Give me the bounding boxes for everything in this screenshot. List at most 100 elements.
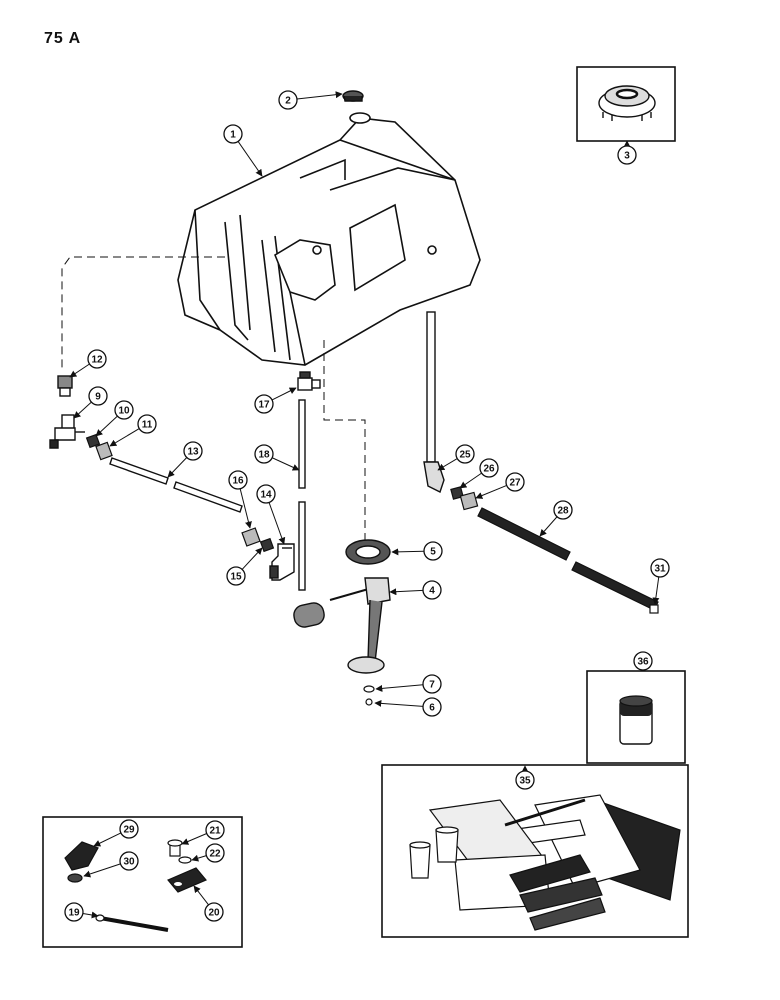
callout-leader-15 bbox=[241, 547, 263, 570]
callout-circle-4 bbox=[422, 580, 442, 600]
callout-circle-3 bbox=[617, 145, 637, 165]
dashed-routing-line bbox=[323, 340, 366, 540]
callout-circle-11 bbox=[137, 414, 157, 434]
hose-clamp-31 bbox=[649, 604, 659, 614]
page-title: 75 A bbox=[44, 30, 82, 47]
callout-circle-6 bbox=[422, 697, 442, 717]
tee-fitting-17 bbox=[297, 371, 321, 391]
callout-number-26: 26 bbox=[483, 464, 495, 475]
callout-leader-25 bbox=[437, 458, 458, 471]
callout-circle-22 bbox=[205, 843, 225, 863]
callout-number-14: 14 bbox=[260, 490, 272, 501]
nut-16 bbox=[241, 527, 261, 547]
callout-circle-26 bbox=[479, 458, 499, 478]
callout-circle-13 bbox=[183, 441, 203, 461]
callout-circle-10 bbox=[114, 400, 134, 420]
callout-number-1: 1 bbox=[230, 130, 236, 141]
callout-number-36: 36 bbox=[637, 657, 649, 668]
callout-leader-30 bbox=[83, 863, 121, 878]
callout-leader-28 bbox=[539, 516, 558, 537]
dashed-routing-line bbox=[61, 256, 225, 370]
callout-leader-16 bbox=[239, 488, 252, 529]
callout-number-2: 2 bbox=[285, 96, 291, 107]
callout-number-4: 4 bbox=[429, 586, 435, 597]
sleeve-15 bbox=[259, 537, 275, 553]
washer-7 bbox=[363, 685, 375, 693]
callout-leader-7 bbox=[375, 684, 424, 692]
callout-leader-6 bbox=[374, 699, 424, 707]
callout-number-5: 5 bbox=[430, 547, 436, 558]
callout-leader-1 bbox=[237, 141, 263, 177]
callout-circle-20 bbox=[204, 902, 224, 922]
callout-leader-14 bbox=[268, 502, 286, 545]
callout-number-22: 22 bbox=[209, 849, 221, 860]
fitting-elbow-12 bbox=[57, 375, 73, 397]
inset-box-sealant bbox=[586, 670, 686, 764]
ferrule-10 bbox=[85, 433, 101, 449]
callout-leader-18 bbox=[271, 457, 300, 471]
callout-leader-11 bbox=[109, 428, 140, 447]
callout-circle-36 bbox=[633, 651, 653, 671]
callout-number-20: 20 bbox=[208, 908, 220, 919]
callout-circle-27 bbox=[505, 472, 525, 492]
elbow-fitting-14 bbox=[269, 543, 295, 581]
sender-gasket-5 bbox=[345, 539, 391, 565]
callout-leader-27 bbox=[475, 484, 507, 499]
callout-number-30: 30 bbox=[123, 857, 135, 868]
callout-leader-26 bbox=[459, 472, 482, 489]
fuel-line-13 bbox=[109, 457, 243, 513]
callout-number-9: 9 bbox=[95, 392, 101, 403]
callout-leader-19 bbox=[82, 911, 99, 919]
callout-circle-30 bbox=[119, 851, 139, 871]
callout-circle-35 bbox=[515, 770, 535, 790]
callout-circle-1 bbox=[223, 124, 243, 144]
inset-box-repair-kit bbox=[381, 764, 689, 938]
callout-circle-17 bbox=[254, 394, 274, 414]
screw-6 bbox=[365, 698, 373, 706]
fuel-sender-4 bbox=[293, 577, 391, 674]
callout-circle-19 bbox=[64, 902, 84, 922]
fuel-hose-28 bbox=[477, 507, 659, 611]
fuel-tank bbox=[177, 112, 481, 366]
callout-leader-29 bbox=[93, 832, 122, 847]
callout-leader-22 bbox=[191, 854, 207, 862]
callout-number-25: 25 bbox=[459, 450, 471, 461]
callout-leader-4 bbox=[389, 588, 424, 596]
callout-circle-21 bbox=[205, 820, 225, 840]
callout-leader-12 bbox=[69, 363, 90, 378]
inset-box-clips bbox=[42, 816, 243, 948]
callout-number-31: 31 bbox=[654, 564, 666, 575]
inset-box-cap bbox=[576, 66, 676, 142]
callout-circle-5 bbox=[423, 541, 443, 561]
callout-circle-16 bbox=[228, 470, 248, 490]
callout-leader-17 bbox=[271, 387, 297, 401]
callout-number-11: 11 bbox=[142, 420, 153, 431]
callout-circle-29 bbox=[119, 819, 139, 839]
callout-leader-10 bbox=[95, 415, 118, 437]
callout-leader-5 bbox=[391, 548, 425, 556]
callout-circle-7 bbox=[422, 674, 442, 694]
callout-number-15: 15 bbox=[230, 572, 242, 583]
return-line-18 bbox=[298, 399, 306, 591]
callout-circle-2 bbox=[278, 90, 298, 110]
callout-leader-9 bbox=[73, 401, 92, 419]
callout-number-13: 13 bbox=[187, 447, 199, 458]
callout-leader-2 bbox=[296, 91, 343, 100]
callout-leader-20 bbox=[193, 885, 209, 906]
callout-circle-31 bbox=[650, 558, 670, 578]
callout-leader-13 bbox=[167, 457, 188, 478]
nut-27 bbox=[459, 491, 479, 511]
callout-number-7: 7 bbox=[429, 680, 435, 691]
callout-number-12: 12 bbox=[91, 355, 103, 366]
callout-number-29: 29 bbox=[123, 825, 135, 836]
callout-leader-21 bbox=[181, 833, 207, 845]
callout-number-19: 19 bbox=[68, 908, 80, 919]
filler-cap bbox=[342, 90, 364, 102]
callout-leader-31 bbox=[652, 576, 660, 605]
callout-circle-25 bbox=[455, 444, 475, 464]
callout-circle-15 bbox=[226, 566, 246, 586]
callout-circle-18 bbox=[254, 444, 274, 464]
callout-number-3: 3 bbox=[624, 151, 630, 162]
